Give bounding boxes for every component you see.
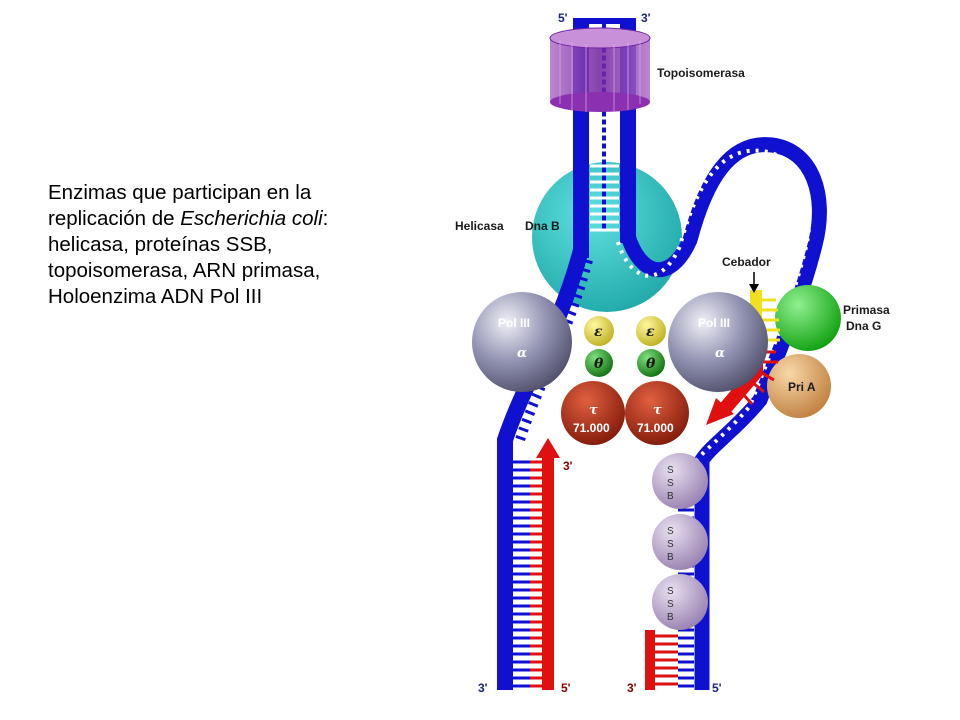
topoisomerase-top	[549, 27, 651, 49]
top-3-prime-label: 3'	[641, 11, 651, 25]
ssb-protein	[652, 514, 708, 570]
ssb-letter: S	[667, 599, 674, 610]
tau-subunit-left	[561, 381, 625, 445]
primasa-label: Primasa	[843, 303, 890, 317]
tau-right-value: 71.000	[637, 421, 674, 435]
top-5-prime-label: 5'	[558, 11, 568, 25]
lagging-new-rungs	[740, 350, 778, 406]
caption-text: Enzimas que participan en la	[48, 181, 312, 204]
topoisomerase-grid	[559, 40, 641, 112]
leading-new-strand	[542, 455, 554, 690]
tau-right-label: τ	[653, 403, 662, 418]
alpha-left-label: α	[517, 346, 527, 361]
leading-3-prime-label: 3'	[563, 459, 573, 473]
ssb-letter: B	[667, 491, 674, 502]
ssb-letter: S	[667, 526, 674, 537]
bottom-right-3-prime: 3'	[627, 681, 637, 695]
caption-line: Enzimas que participan en la	[48, 180, 408, 206]
caption-text: helicasa, proteínas SSB,	[48, 233, 273, 256]
primer-rungs	[762, 298, 780, 342]
caption-line: helicasa, proteínas SSB,	[48, 232, 408, 258]
pol-iii-alpha-right	[668, 292, 768, 392]
leading-duplex	[513, 438, 560, 690]
caption-text: topoisomerasa, ARN primasa,	[48, 259, 321, 282]
cebador-label: Cebador	[722, 255, 771, 269]
pria-label: Pri A	[788, 380, 816, 394]
theta-right-label: θ	[646, 356, 656, 372]
tau-subunit-right	[625, 381, 689, 445]
caption-line: Holoenzima ADN Pol III	[48, 284, 408, 310]
ssb-letter: S	[667, 539, 674, 550]
lagging-template-loop	[620, 137, 827, 690]
topoisomerase	[549, 27, 651, 112]
pria-protein	[767, 354, 831, 418]
bottom-left-5-prime: 5'	[561, 681, 571, 695]
epsilon-left-label: ε	[594, 324, 603, 340]
topoisomerasa-label: Topoisomerasa	[657, 66, 745, 80]
ssb-letter: B	[667, 612, 674, 623]
pol-iii-left-label: Pol III	[498, 316, 530, 330]
ssb-protein	[652, 574, 708, 630]
helicasa-label: Helicasa	[455, 219, 504, 233]
caption-line: replicación de Escherichia coli:	[48, 206, 408, 232]
caption-text: :	[322, 207, 329, 230]
tau-left-value: 71.000	[573, 421, 610, 435]
topoisomerase-body	[550, 38, 650, 102]
leading-duplex-rungs	[513, 460, 530, 688]
ssb-letter: S	[667, 478, 674, 489]
dnag-label: Dna G	[846, 319, 881, 333]
ssb-letter: S	[667, 465, 674, 476]
pol-iii-alpha-left	[472, 292, 572, 392]
epsilon-subunit-right	[636, 316, 666, 346]
leading-new-rungs	[530, 460, 542, 688]
lagging-growth-arrow	[706, 398, 734, 425]
dnab-label: Dna B	[525, 219, 560, 233]
caption-text: replicación de	[48, 207, 181, 230]
alpha-right-label: α	[715, 346, 725, 361]
leading-growth-arrow	[536, 438, 560, 458]
theta-subunit-left	[585, 349, 613, 377]
pol-iii-right-label: Pol III	[698, 316, 730, 330]
epsilon-right-label: ε	[646, 324, 655, 340]
tau-left-label: τ	[589, 403, 598, 418]
epsilon-subunit-left	[584, 316, 614, 346]
ssb-letter: S	[667, 586, 674, 597]
primase-dnag	[775, 285, 841, 351]
caption-line: topoisomerasa, ARN primasa,	[48, 258, 408, 284]
pol-iii-holoenzyme	[472, 292, 768, 445]
caption-species: Escherichia coli	[180, 207, 323, 230]
ssb-protein	[652, 453, 708, 509]
caption: Enzimas que participan en la replicación…	[48, 180, 408, 310]
theta-left-label: θ	[594, 356, 604, 372]
ssb-letter: B	[667, 552, 674, 563]
okazaki-fragment	[645, 630, 655, 690]
okazaki-rungs	[655, 634, 678, 686]
cebador-arrowhead	[749, 284, 759, 293]
theta-subunit-right	[637, 349, 665, 377]
ssb-proteins: S S B S S B S S B	[652, 453, 708, 630]
caption-text: Holoenzima ADN Pol III	[48, 285, 263, 308]
helicase-dnab	[532, 162, 682, 312]
bottom-right-5-prime: 5'	[712, 681, 722, 695]
topoisomerase-bottom	[550, 92, 650, 112]
bottom-left-3-prime: 3'	[478, 681, 488, 695]
